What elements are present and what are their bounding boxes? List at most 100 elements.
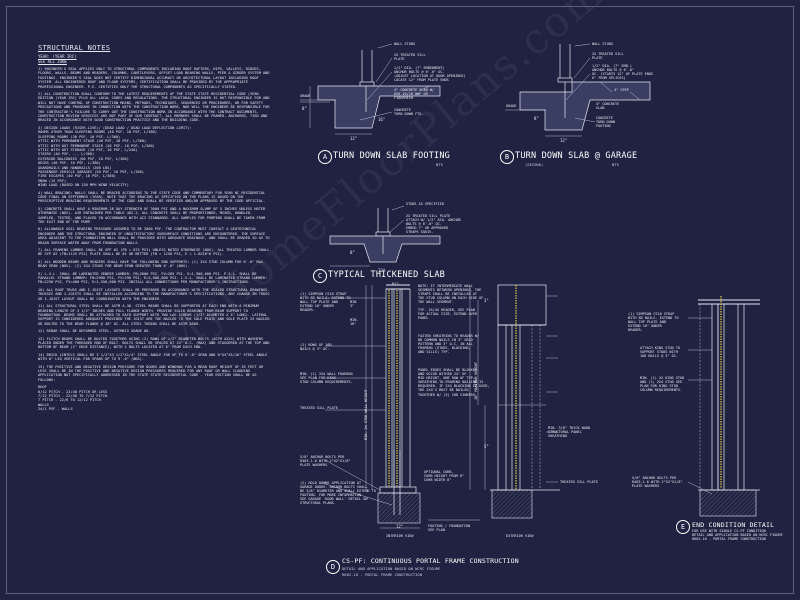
c-label-studs: STUDS AS SPECIFIED <box>406 202 444 206</box>
note-15: 15) THE POSITIVE AND NEGATIVE DESIGN PRE… <box>38 364 264 382</box>
load-item: DECKS (40 PSF, 10 PSF, L/360) <box>38 161 101 166</box>
note-12: 12) REBAR SHALL BE DEFORMED STEEL, ASTM6… <box>38 329 151 334</box>
d-label-curb: OPTIONAL CURB, CURB HEIGHT FROM 0" CURB … <box>424 470 465 483</box>
note-13: 13) FLITCH BEAMS SHALL BE BOLTED TOGETHE… <box>38 336 270 350</box>
notes-year: YEAR: (YEAR IRC) <box>38 54 77 59</box>
note-loads-intro: 3) DESIGN LOADS (RISER-LIVE)/ (DEAD LOAD… <box>38 125 192 130</box>
a-detail-bubble: A <box>318 150 332 164</box>
b-detail-title: TURN DOWN SLAB @ GARAGE <box>515 151 638 161</box>
note-10: 10) ALL ROOF TRUSS AND I-JOIST LAYOUTS S… <box>38 287 270 301</box>
c-dim-depth: 8" <box>350 250 355 255</box>
load-item: WIND LOAD (BASED ON 130 MPH WIND VELOCIT… <box>38 183 129 188</box>
b-label-anchor-bolts: 1/2" DIA. (7" EMB.) ANCHOR BOLTS @ 6'-0"… <box>592 64 654 81</box>
a-detail-title: TURN DOWN SLAB FOOTING <box>333 151 450 161</box>
a-label-anchor-bolts: 1/2" DIA. (7" EMBEDMENT) ANCHOR BOLTS @ … <box>394 66 466 83</box>
d-detail-sub1: DETAIL AND APPLICATION BASED ON NCRC FIG… <box>342 566 441 571</box>
detail-d-exterior <box>469 284 560 519</box>
b-detail-note: (SECOND) <box>525 162 544 167</box>
d-view-exterior: EXTERIOR VIEW <box>506 534 534 538</box>
b-label-wall-studs: WALL STUDS <box>592 42 614 46</box>
d-dim-min16: MIN. 16" <box>350 318 359 327</box>
note-5: 5) CONCRETE SHALL HAVE A MINIMUM 28 DAY … <box>38 206 266 224</box>
note-11: 11) ALL STRUCTURAL STEEL SHALL BE ASTM A… <box>38 304 270 326</box>
note-7: 7) ALL FRAMING LUMBER SHALL BE SPF #2 (F… <box>38 248 270 257</box>
load-item: ROOMS OTHER THAN SLEEPING ROOMS (40 PSF,… <box>38 130 157 135</box>
d-label-wall-framing: MIN. (1) 2x4 WALL FRAMING SEE PLAN FOR K… <box>300 372 353 385</box>
load-item: FIRE ESCAPES (40 PSF, 10 PSF, L/360) <box>38 174 116 179</box>
d-detail-title: CS-PF: CONTINUOUS PORTAL FRAME CONSTRUCT… <box>342 557 519 565</box>
e-label-attach-king-stud: ATTACH KING STUD TO SUPPORT STUDS WITH 1… <box>640 346 681 359</box>
b-detail-bubble: B <box>500 150 514 164</box>
notes-title: STRUCTURAL NOTES <box>38 44 111 52</box>
d-label-fasten-sheathing: FASTEN SHEATHING TO HEADER W/ 8d COMMON … <box>418 334 480 355</box>
load-item: ATTIC WITH PERMANENT STAIR (40 PSF, 10 P… <box>38 139 147 144</box>
c-label-sill-plate: 2x TREATED SILL PLATE ATTACH W/ 1/2" DIA… <box>406 214 461 235</box>
d-dim-3: 3" <box>484 298 489 303</box>
b-dim-width: 12" <box>560 138 568 143</box>
roof-wall-list: ROOF 0/12 PITCH - 22/40 PITCH OR LESS 7/… <box>38 385 108 412</box>
b-label-footing: CONCRETE TURN DOWN FOOTING <box>596 116 615 129</box>
a-label-footing: CONCRETE TURN DOWN FTG. <box>394 108 424 117</box>
e-label-king-stud: MIN. (1) 2x KING STUD AND (1) 2x4 STUD S… <box>640 376 685 393</box>
structural-notes: STRUCTURAL NOTES YEAR: (YEAR IRC) SEE AL… <box>38 44 270 584</box>
a-label-grade: GRADE <box>300 94 311 98</box>
d-label-panel-edges: PANEL EDGES SHALL BE BLOCKED AND OCCUR W… <box>418 368 490 397</box>
detail-b-drawing <box>505 43 651 137</box>
a-detail-scale: NTS <box>436 162 443 167</box>
note-4: 4) WALL BRACING: WALLS SHALL BE BRACED A… <box>38 190 266 204</box>
d-dim-min3: MIN 3" <box>350 300 357 309</box>
load-item: ATTIC WITH OUT STORAGE (10 PSF, 10 PSF, … <box>38 147 138 152</box>
c-detail-scale: NTS <box>392 281 399 286</box>
b-label-slab: 4" CONCRETE SLAB <box>596 102 620 111</box>
note-2: 2) ALL CONSTRUCTION SHALL CONFORM TO THE… <box>38 92 270 123</box>
e-label-anchor-bolts: 5/8" ANCHOR BOLTS PER R403.1.6 WITH 2"x2… <box>632 476 683 489</box>
d-vertical-stud-height: MIN. 2x STUD WALL HEIGHT <box>364 389 368 440</box>
a-label-slab: 4" CONCRETE SLAB W/ 6x6 10/10 WWF OR FIB… <box>394 88 435 101</box>
note-14: 14) BRICK LINTELS SHALL BE 3 1/2"x3 1/2"… <box>38 352 268 362</box>
e-detail-title: END CONDITION DETAIL <box>692 521 775 529</box>
d-detail-sub2: R602.10 - PORTAL FRAME CONSTRUCTION <box>342 572 423 577</box>
detail-c-drawing <box>329 205 441 267</box>
detail-e-drawing <box>687 296 760 517</box>
b-dim-depth: 8" <box>534 116 539 121</box>
c-dim-width: 12" <box>378 268 386 273</box>
d-label-intermediate-note: NOTE: IF INTERMEDIATE WALL SEGMENTS BETW… <box>418 284 484 305</box>
a-dim-width: 12" <box>350 136 358 141</box>
load-item: SLEEPING ROOMS (30 PSF, 10 PSF, L/360) <box>38 134 121 139</box>
d-label-footing: FOOTING / FOUNDATION SEE PLAN <box>428 524 471 533</box>
d-label-anchor-bolts: 5/8" ANCHOR BOLTS PER R403.1.6 WITH 2"x2… <box>300 455 351 468</box>
load-item: PASSENGER VEHICLE GARAGES (50 PSF, 10 PS… <box>38 169 145 174</box>
e-detail-bubble: E <box>676 520 690 534</box>
b-label-grade: GRADE <box>506 104 517 108</box>
detail-d-interior <box>324 284 421 529</box>
c-detail-bubble: C <box>313 269 327 283</box>
c-detail-title: TYPICAL THICKENED SLAB <box>328 270 445 280</box>
d-label-nail-rows: (2) ROWS OF 16d NAILS @ 3" OC. <box>300 343 332 352</box>
a-label-wall-studs: WALL STUDS <box>394 42 416 46</box>
d-label-sill-plate: TREATED SILL PLATE <box>300 406 338 410</box>
b-label-sill-plate: 2x TREATED SILL PLATE <box>592 52 624 61</box>
loads-list: ROOMS OTHER THAN SLEEPING ROOMS (40 PSF,… <box>38 130 270 187</box>
a-dim-16: 16" <box>378 117 386 122</box>
detail-a-drawing <box>300 43 441 135</box>
d-label-treated-sill: TREATED SILL PLATE <box>560 480 598 484</box>
note-9: 9) L.V.L. SHALL BE LAMINATED VENEER LUMB… <box>38 271 268 285</box>
d-dim-12: 12" <box>396 524 404 529</box>
load-item: EXTERIOR BALCONIES (60 PSF, 10 PSF, L/36… <box>38 156 129 161</box>
d-label-header: TYP. 2x/4x HEADER, SEE PLAN FOR ACTUAL S… <box>418 308 478 321</box>
e-label-cs16-strap: (1) SIMPSON CS16 STRAP WITH 8d NAILS. EX… <box>628 312 679 333</box>
e-detail-sub: FOR USE WITH SINGLE CS-PF CONDITION DETA… <box>692 529 783 542</box>
b-detail-scale: NTS <box>612 162 619 167</box>
d-view-interior: INTERIOR VIEW <box>386 534 414 538</box>
load-item: GUARDRAILS AND HANDRAILS (200 LBS) <box>38 165 112 170</box>
notes-zone: SEE ALL ZONE <box>38 59 67 64</box>
d-detail-bubble: D <box>326 560 340 574</box>
note-8: 8) ALL WOODEN BEAMS AND HEADERS SHALL HA… <box>38 259 266 269</box>
d-label-hold-downs: (2) HOLD DOWNS APPLICATION AT GARAGE DOO… <box>300 481 376 506</box>
load-item: ATTIC WITH OUT PERMANENT STAIR (20 PSF, … <box>38 143 155 148</box>
d-label-cs16-strap: (1) SIMPSON CS16 STRAP WITH 8d NAILS. EX… <box>300 292 351 313</box>
load-item: SNOW (15 PSF) <box>38 178 67 183</box>
note-1: 1) ENGINEER'S SEAL APPLIES ONLY TO STRUC… <box>38 67 270 89</box>
